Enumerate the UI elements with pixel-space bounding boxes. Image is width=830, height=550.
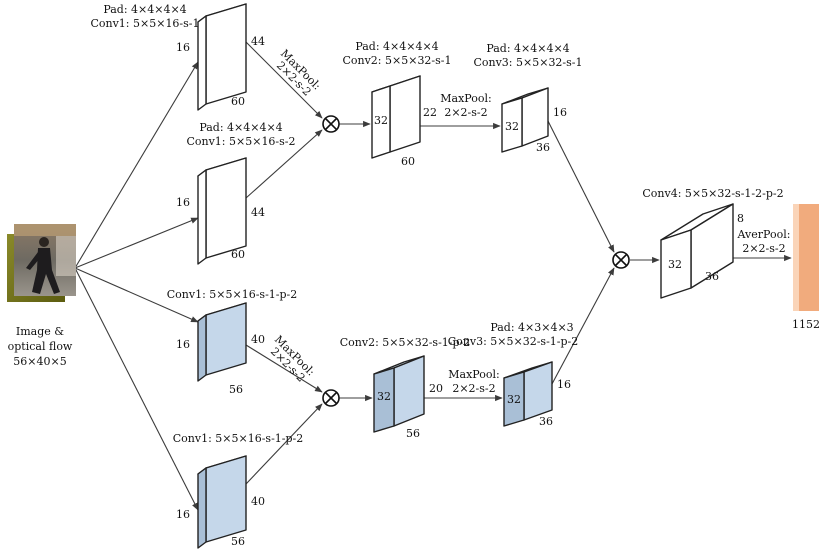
edge-top-a-to-combine [245, 41, 323, 119]
block-bot-a-dim-front: 16 [176, 338, 190, 351]
block-conv4-caption-1: Conv4: 5×5×32-s-1-2-p-2 [642, 187, 783, 200]
pedestrian-head [39, 237, 49, 247]
block-top-a-caption-2: Conv1: 5×5×16-s-1 [90, 17, 199, 30]
block-top-b-caption-1: Pad: 4×4×4×4 [199, 121, 282, 134]
block-bot-c2-side-face [393, 355, 425, 427]
block-top-b-dim-bottom: 60 [231, 248, 245, 261]
edge-input-to-bot-b [74, 267, 199, 511]
input-label-line-1: Image & [16, 325, 64, 338]
conv4-pool-line-1: AverPool: [737, 228, 791, 241]
input-label-line-2: optical flow [8, 340, 73, 353]
block-bot-b [197, 455, 247, 549]
input-thumbnail [7, 224, 76, 302]
block-conv4-dim-front: 32 [668, 258, 682, 271]
block-conv4-front-face [660, 229, 692, 299]
block-top-a-dim-bottom: 60 [231, 95, 245, 108]
block-bot-c3-caption-2: Conv3: 5×5×32-s-1-p-2 [448, 335, 579, 348]
block-conv4 [660, 203, 734, 299]
block-top-c3-side-face [521, 87, 549, 147]
block-bot-a-dim-side: 40 [251, 333, 265, 346]
block-top-c3-dim-bottom: 36 [536, 141, 550, 154]
block-top-c3 [501, 87, 549, 153]
block-top-a-caption-1: Pad: 4×4×4×4 [103, 3, 186, 16]
block-top-c3-dim-side: 16 [553, 106, 567, 119]
block-top-b-caption-2: Conv1: 5×5×16-s-2 [186, 135, 295, 148]
block-bot-c2 [373, 355, 425, 433]
edge-input-to-bot-a [74, 267, 199, 323]
block-bot-c2-dim-side: 20 [429, 382, 443, 395]
block-bot-b-dim-side: 40 [251, 495, 265, 508]
block-top-c3-caption-1: Pad: 4×4×4×4 [486, 42, 569, 55]
block-bot-c3-caption-1: Pad: 4×3×4×3 [490, 321, 573, 334]
block-top-b-dim-side: 44 [251, 206, 265, 219]
block-bot-c3-side-face [523, 361, 553, 421]
input-label-line-3: 56×40×5 [13, 355, 66, 368]
edge-bot-a-to-combine [245, 344, 323, 393]
input-label: Image & optical flow 56×40×5 [8, 325, 73, 368]
output-feature-bar [793, 204, 819, 311]
combine-node-top [322, 115, 340, 133]
block-top-c3-front-face [501, 97, 523, 153]
top-c2-pool-line-2: 2×2-s-2 [444, 106, 487, 119]
bot-c2-pool-line-1: MaxPool: [448, 368, 499, 381]
output-bar-highlight [793, 204, 799, 311]
block-top-c2-dim-side: 22 [423, 106, 437, 119]
block-top-c2-dim-bottom: 60 [401, 155, 415, 168]
block-bot-b-dim-bottom: 56 [231, 535, 245, 548]
block-bot-a [197, 302, 247, 382]
combine-node-bottom [322, 389, 340, 407]
block-top-c2-dim-front: 32 [374, 114, 388, 127]
block-bot-c2-dim-front: 32 [377, 390, 391, 403]
block-bot-a-front-face [197, 314, 207, 382]
block-bot-c3-front-face [503, 371, 525, 427]
block-top-b-side-face [205, 157, 247, 259]
block-bot-c2-dim-bottom: 56 [406, 427, 420, 440]
block-top-c2-caption-1: Pad: 4×4×4×4 [355, 40, 438, 53]
edge-input-to-top-b [74, 217, 199, 269]
block-top-b [197, 157, 247, 265]
output-label: 1152 [792, 318, 820, 331]
block-bot-b-caption-1: Conv1: 5×5×16-s-1-p-2 [173, 432, 304, 445]
block-top-c3-dim-front: 32 [505, 120, 519, 133]
block-bot-c3 [503, 361, 553, 427]
block-bot-c3-dim-front: 32 [507, 393, 521, 406]
bot-c2-pool-line-2: 2×2-s-2 [452, 382, 495, 395]
block-conv4-dim-bottom: 36 [705, 270, 719, 283]
block-bot-c3-dim-side: 16 [557, 378, 571, 391]
block-top-b-dim-front: 16 [176, 196, 190, 209]
edge-bot-c3-to-final-combine [551, 267, 615, 385]
top-c2-pool-line-1: MaxPool: [440, 92, 491, 105]
combine-node-final [612, 251, 630, 269]
block-top-a-dim-side: 44 [251, 35, 265, 48]
block-bot-b-side-face [205, 455, 247, 543]
edge-input-to-top-a [74, 61, 199, 269]
conv4-pool-line-2: 2×2-s-2 [742, 242, 785, 255]
block-conv4-dim-side: 8 [737, 212, 744, 225]
edges [74, 41, 792, 511]
edge-top-c3-to-final-combine [547, 120, 615, 253]
block-top-c2-side-face [389, 75, 421, 153]
block-bot-c2-front-face [373, 367, 395, 433]
block-top-a-side-face [205, 3, 247, 105]
block-top-c3-caption-2: Conv3: 5×5×32-s-1 [473, 56, 582, 69]
block-top-a-dim-front: 16 [176, 41, 190, 54]
block-bot-a-dim-bottom: 56 [229, 383, 243, 396]
block-top-c2 [371, 75, 421, 159]
block-bot-b-front-face [197, 467, 207, 549]
block-top-c2-front-face [371, 85, 391, 159]
block-top-a-front-face [197, 15, 207, 111]
pedestrian-body [32, 248, 60, 294]
block-bot-c2-caption-1: Conv2: 5×5×32-s-1-p-2 [340, 336, 471, 349]
edge-bot-b-to-combine [245, 403, 323, 485]
block-top-c2-caption-2: Conv2: 5×5×32-s-1 [342, 54, 451, 67]
block-top-a [197, 3, 247, 111]
block-bot-a-side-face [205, 302, 247, 376]
block-bot-c3-dim-bottom: 36 [539, 415, 553, 428]
block-bot-b-dim-front: 16 [176, 508, 190, 521]
block-bot-a-caption-1: Conv1: 5×5×16-s-1-p-2 [167, 288, 298, 301]
block-top-b-front-face [197, 169, 207, 265]
edge-top-b-to-combine [245, 129, 323, 199]
